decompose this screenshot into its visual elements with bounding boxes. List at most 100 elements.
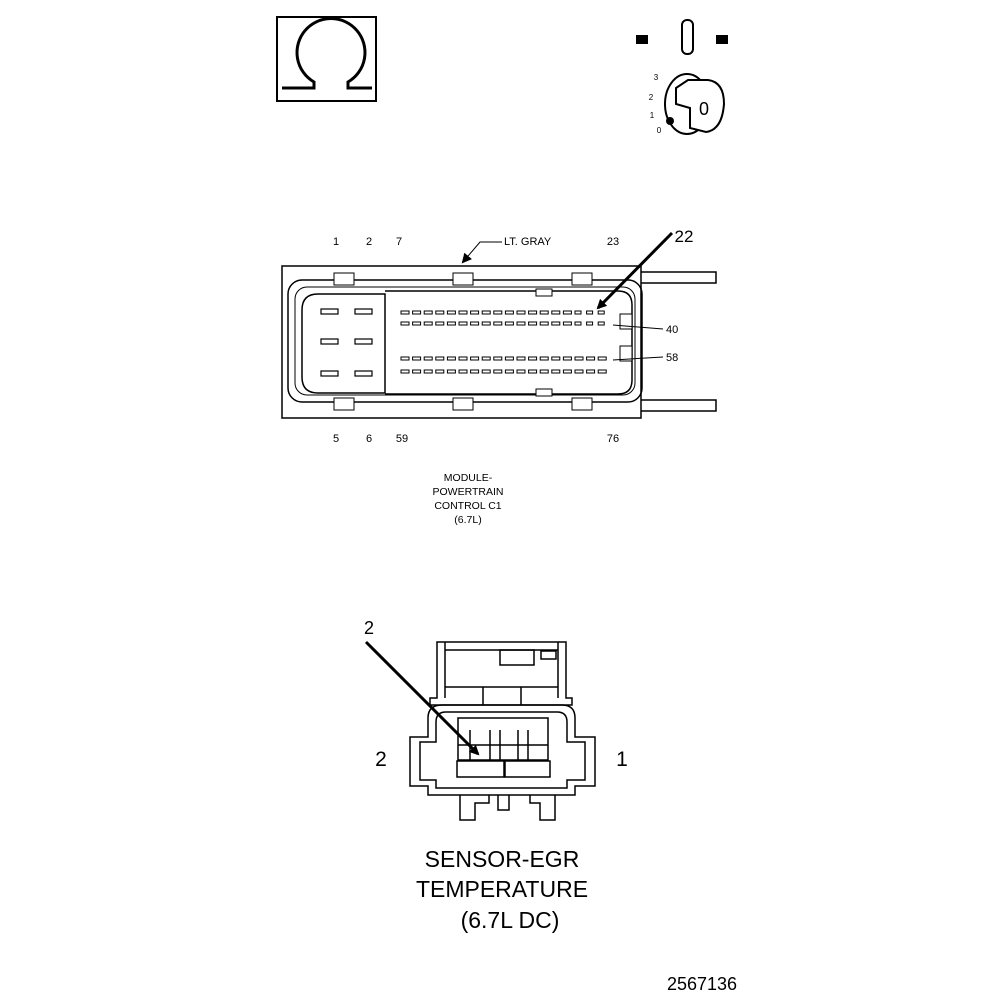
terminal-slot — [574, 310, 582, 315]
terminal-slot — [435, 356, 445, 361]
terminal-slot — [423, 310, 433, 315]
egr-name-line-3: (6.7L DC) — [461, 907, 560, 933]
cavity-label-59: 59 — [396, 433, 408, 445]
terminal-slot — [597, 321, 605, 326]
signal-terminal-rows — [400, 310, 607, 374]
pcm-connector-c1: 1 2 7 23 LT. GRAY 22 — [281, 227, 717, 526]
terminal-slot — [574, 369, 584, 374]
terminal-slot — [516, 321, 526, 326]
pcm-name-line-1: MODULE- — [444, 472, 493, 484]
terminal-slot — [435, 321, 445, 326]
terminal-slot — [493, 310, 503, 315]
key-position-2: 2 — [649, 93, 654, 102]
terminal-slot — [551, 310, 561, 315]
cavity-label-5: 5 — [333, 433, 339, 445]
terminal-slot — [493, 369, 503, 374]
terminal-slot — [574, 356, 584, 361]
terminal-slot — [481, 310, 491, 315]
terminal-slot — [539, 356, 549, 361]
pcm-name-line-2: POWERTRAIN — [433, 486, 504, 498]
terminal-slot — [481, 369, 491, 374]
terminal-slot — [481, 321, 491, 326]
callout-40: 40 — [666, 324, 678, 336]
key-position-1: 1 — [650, 111, 655, 120]
figure-number: 2567136 — [667, 974, 737, 994]
terminal-slot — [412, 310, 422, 315]
terminal-slot — [562, 369, 572, 374]
terminal-slot — [470, 321, 480, 326]
signal-cavity-block — [385, 290, 633, 395]
terminal-slot — [423, 321, 433, 326]
terminal-slot — [597, 369, 607, 374]
terminal-slot — [493, 356, 503, 361]
terminal-slot — [412, 356, 422, 361]
terminal-slot — [458, 356, 468, 361]
callout-22: 22 — [675, 227, 694, 246]
terminal-slot — [528, 310, 538, 315]
terminal-slot — [435, 310, 445, 315]
egr-pin-left-label: 2 — [375, 748, 387, 771]
terminal-slot — [446, 321, 456, 326]
terminal-slot — [516, 310, 526, 315]
color-callout-line — [461, 241, 502, 264]
terminal-slot — [400, 321, 410, 326]
terminal-slot — [586, 310, 594, 315]
terminal-slot — [574, 321, 582, 326]
terminal-slot — [504, 321, 514, 326]
ignition-key-icon: 0 3 2 1 0 — [636, 19, 728, 135]
terminal-slot — [539, 369, 549, 374]
cavity-label-23: 23 — [607, 236, 619, 248]
egr-name-line-1: SENSOR-EGR — [425, 846, 580, 872]
terminal-slot — [551, 369, 561, 374]
egr-pin-right-label: 1 — [616, 748, 628, 771]
terminal-slot — [528, 369, 538, 374]
terminal-slot — [586, 356, 596, 361]
connector-body — [281, 265, 642, 419]
terminal-slot — [586, 369, 596, 374]
terminal-slot — [446, 369, 456, 374]
terminal-slot — [528, 321, 538, 326]
terminal-slot — [400, 369, 410, 374]
terminal-slot — [516, 369, 526, 374]
egr-name-line-2: TEMPERATURE — [416, 876, 588, 902]
terminal-slot — [481, 356, 491, 361]
resistance-symbol-icon — [276, 16, 377, 102]
callout-40-line — [612, 324, 664, 330]
color-label: LT. GRAY — [504, 236, 552, 248]
terminal-slot — [539, 321, 549, 326]
terminal-slot — [458, 321, 468, 326]
terminal-slot — [516, 356, 526, 361]
terminal-slot — [539, 310, 549, 315]
egr-sensor-connector — [409, 641, 596, 821]
terminal-slot — [412, 369, 422, 374]
callout-58: 58 — [666, 352, 678, 364]
pcm-name-line-4: (6.7L) — [454, 514, 481, 526]
terminal-slot — [435, 369, 445, 374]
terminal-slot — [551, 321, 561, 326]
terminal-slot — [470, 369, 480, 374]
callout-58-line — [612, 356, 664, 361]
terminal-slot — [562, 356, 572, 361]
key-label: 0 — [699, 99, 709, 119]
terminal-slot — [423, 369, 433, 374]
pcm-name-line-3: CONTROL C1 — [434, 500, 501, 512]
terminal-slot — [504, 356, 514, 361]
cavity-label-7: 7 — [396, 236, 402, 248]
terminal-slot — [400, 310, 410, 315]
terminal-slot — [400, 356, 410, 361]
callout-22-arrow — [596, 231, 674, 310]
cavity-label-76: 76 — [607, 433, 619, 445]
egr-callout-arrow — [364, 640, 480, 756]
power-cavity-block — [301, 293, 386, 394]
cavity-label-6: 6 — [366, 433, 372, 445]
terminal-slot — [562, 321, 572, 326]
key-position-3: 3 — [654, 73, 659, 82]
terminal-slot — [528, 356, 538, 361]
mount-tab-top — [641, 271, 717, 284]
egr-callout-2: 2 — [364, 618, 374, 638]
terminal-slot — [504, 310, 514, 315]
terminal-slot — [586, 321, 594, 326]
terminal-slot — [412, 321, 422, 326]
mount-tab-bottom — [641, 399, 717, 412]
